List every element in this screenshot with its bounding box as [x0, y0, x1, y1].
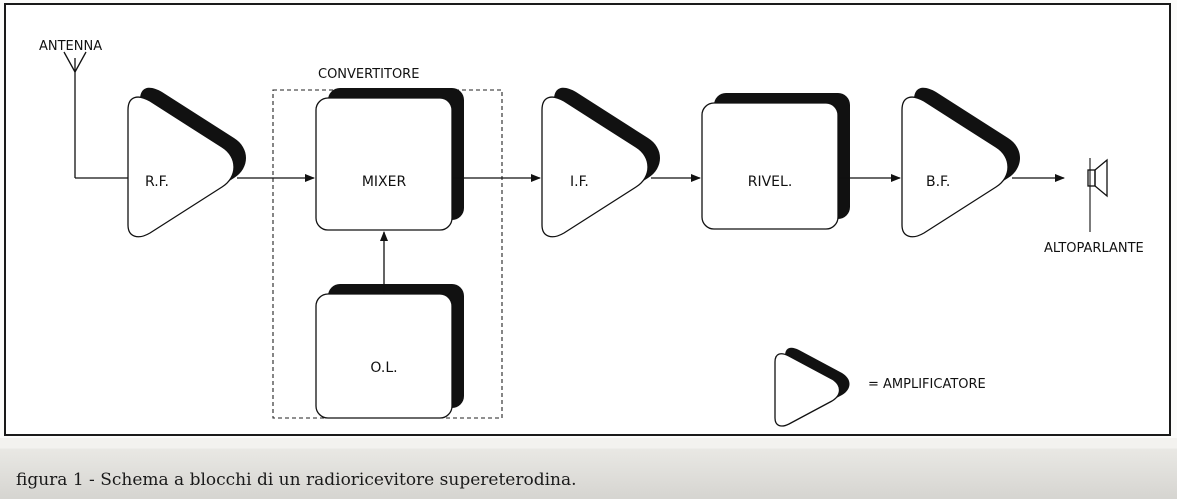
mixer-label: MIXER	[362, 174, 407, 190]
rf-label: R.F.	[145, 174, 169, 190]
rivel-label: RIVEL.	[748, 174, 793, 190]
antenna-label: ANTENNA	[39, 39, 102, 54]
diagram-frame	[4, 3, 1171, 436]
legend-amplifier-symbol	[774, 347, 850, 427]
rf-amplifier-block	[127, 87, 246, 238]
converter-label: CONVERTITORE	[318, 67, 419, 82]
bf-label: B.F.	[926, 174, 950, 190]
antenna-symbol	[63, 51, 128, 179]
speaker-icon	[1087, 158, 1108, 232]
caption-band	[0, 438, 1177, 499]
mixer-block	[315, 88, 464, 231]
local-oscillator-block	[315, 284, 464, 419]
bf-amplifier-block	[901, 87, 1020, 238]
ol-label: O.L.	[370, 360, 397, 376]
if-amplifier-block	[541, 87, 660, 238]
speaker-label: ALTOPARLANTE	[1044, 241, 1144, 256]
detector-block	[701, 93, 850, 230]
block-diagram: ANTENNA CONVERTITORE R.F. MIXER O.L. I.F…	[39, 39, 1144, 427]
figure-caption: figura 1 - Schema a blocchi di un radior…	[16, 470, 577, 490]
legend-label: = AMPLIFICATORE	[868, 377, 986, 392]
if-label: I.F.	[570, 174, 589, 190]
